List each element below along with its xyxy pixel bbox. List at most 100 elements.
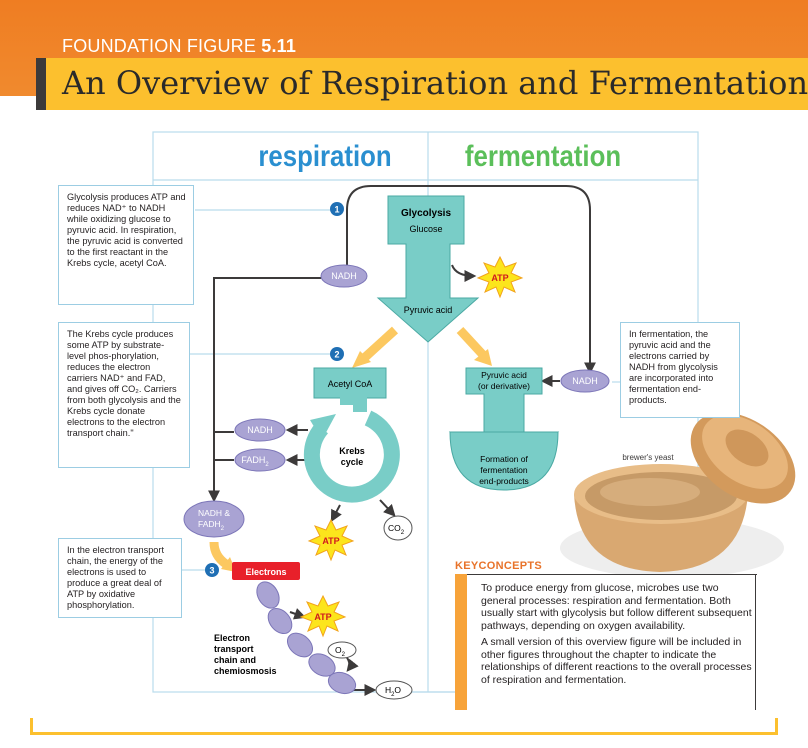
- glycolysis-label: Glycolysis: [401, 208, 451, 219]
- column-heading-fermentation: fermentation: [465, 139, 621, 172]
- etc-complex: [256, 581, 280, 609]
- fermentation-bowl: [449, 431, 559, 491]
- glycolysis-atp-arrow: [451, 264, 477, 282]
- krebs-stem: [340, 391, 367, 412]
- step-2-circle: [330, 347, 344, 361]
- key-concepts-list: To produce energy from glucose, microbes…: [463, 574, 755, 686]
- nadh-to-fermentation-path: [346, 185, 596, 375]
- fadh-sub: 2: [265, 462, 269, 468]
- note-krebs-text: The Krebs cycle produces some ATP by sub…: [67, 329, 181, 438]
- step-1-circle: [330, 202, 344, 216]
- kicker-number: 5.11: [261, 36, 297, 56]
- krebs-atp-arrow: [330, 504, 342, 523]
- bowl-yeast-highlight: [600, 478, 700, 506]
- atp-glycolysis: ATP: [476, 255, 524, 299]
- h-o-text: O: [394, 685, 401, 695]
- ferm-end-label-3: end-products: [479, 476, 529, 486]
- krebs-co2-arrow: [379, 499, 396, 517]
- atp-glycolysis-label: ATP: [491, 273, 508, 283]
- nadh-krebs: [234, 418, 286, 442]
- step-3-circle: [205, 563, 219, 577]
- glucose-label: Glucose: [409, 224, 442, 234]
- note-fermentation-text: In fermentation, the pyruvic acid and th…: [629, 329, 718, 405]
- h-text: H: [385, 685, 391, 695]
- atp-etc: ATP: [299, 594, 347, 638]
- yeast-bowl-photo: [560, 412, 796, 578]
- o2-bubble: [327, 641, 357, 659]
- nadh-fermentation: [560, 369, 610, 393]
- atp-krebs: ATP: [307, 518, 355, 562]
- key-concept-item: A small version of this overview figure …: [463, 636, 755, 686]
- nadh-fadh2-sub: 2: [221, 526, 225, 532]
- key-concepts-panel: KEYCONCEPTS To produce energy from gluco…: [455, 560, 757, 710]
- etc-complexes: [256, 581, 357, 695]
- yellow-arrow-acetyl: [358, 326, 399, 364]
- note-etc-text: In the electron transport chain, the ene…: [67, 545, 165, 610]
- h-sub: 2: [391, 692, 395, 698]
- bottom-rule: [30, 718, 778, 735]
- etc-label-4: chemiosmosis: [214, 666, 277, 676]
- key-concepts-bar: [455, 574, 467, 710]
- yellow-arrowhead-fermentation: [474, 349, 492, 366]
- pyruvic-label: Pyruvic acid: [404, 305, 453, 315]
- key-concepts-heading: KEYCONCEPTS: [455, 560, 543, 572]
- note-krebs: The Krebs cycle produces some ATP by sub…: [58, 322, 190, 468]
- krebs-label-2: cycle: [341, 457, 364, 467]
- kicker-prefix: FOUNDATION FIGURE: [62, 36, 257, 56]
- acetyl-coa-label: Acetyl CoA: [328, 379, 373, 389]
- ferm-end-label-1: Formation of: [480, 454, 528, 464]
- h2o-bubble: [375, 680, 413, 700]
- etc-complex: [327, 671, 357, 695]
- title-bar: An Overview of Respiration and Fermentat…: [36, 58, 808, 110]
- lid-knob: [725, 429, 769, 467]
- note-glycolysis: Glycolysis produces ATP and reduces NAD⁺…: [58, 185, 194, 305]
- h2o-label: H2O: [385, 685, 401, 698]
- note-glycolysis-text: Glycolysis produces ATP and reduces NAD⁺…: [67, 192, 186, 268]
- co2-bubble: [383, 515, 413, 541]
- ferm-pyruvic-label-1: Pyruvic acid: [481, 370, 527, 380]
- key-concept-item: To produce energy from glucose, microbes…: [463, 582, 755, 632]
- yellow-arrow-fermentation: [456, 326, 488, 360]
- step-2-label: 2: [334, 350, 339, 360]
- nadh-glycolysis: [320, 264, 368, 288]
- key-concepts-body: To produce energy from glucose, microbes…: [463, 574, 756, 710]
- etc-label-2: transport: [214, 644, 254, 654]
- co-sub: 2: [401, 530, 405, 536]
- etc-complex: [308, 653, 336, 677]
- atp-etc-label: ATP: [314, 612, 331, 622]
- nadh-fadh2-label-1: NADH &: [198, 508, 230, 518]
- figure-title: An Overview of Respiration and Fermentat…: [62, 64, 808, 102]
- photo-caption: brewer's yeast: [622, 453, 674, 462]
- figure-kicker: FOUNDATION FIGURE 5.11: [62, 36, 296, 57]
- electrons-label: Electrons: [245, 567, 286, 577]
- yellow-arrowhead-acetyl: [352, 351, 371, 368]
- etc-label-1: Electron: [214, 633, 250, 643]
- krebs-cycle-ring: [303, 410, 400, 503]
- nadh-fermentation-label: NADH: [572, 376, 598, 386]
- etc-complex: [267, 607, 293, 635]
- nadh-fadh2-carrier: [183, 500, 245, 538]
- step-3-label: 3: [209, 566, 214, 576]
- note-fermentation: In fermentation, the pyruvic acid and th…: [620, 322, 740, 418]
- etc-label-3: chain and: [214, 655, 256, 665]
- fadh-text: FADH: [241, 455, 265, 465]
- nadh-fadh2-label-2: FADH2: [198, 519, 225, 532]
- o-text: O: [335, 645, 342, 655]
- electrons-box: [232, 562, 300, 580]
- o2-label: O2: [335, 645, 346, 658]
- nadh-glycolysis-label: NADH: [331, 271, 357, 281]
- note-etc: In the electron transport chain, the ene…: [58, 538, 182, 618]
- fadh2-krebs-label: FADH2: [241, 455, 269, 468]
- glycolysis-shape: [376, 195, 480, 343]
- ferm-end-label-2: fermentation: [480, 465, 528, 475]
- step-1-label: 1: [334, 205, 339, 215]
- co-text: CO: [388, 523, 401, 533]
- krebs-label-1: Krebs: [339, 446, 365, 456]
- nadh-krebs-label: NADH: [247, 425, 273, 435]
- fadh2-krebs: [234, 448, 286, 472]
- atp-krebs-label: ATP: [322, 536, 339, 546]
- column-heading-respiration: respiration: [258, 139, 391, 172]
- yellow-arrow-electrons: [209, 541, 229, 568]
- ferm-pyruvic-label-2: (or derivative): [478, 381, 530, 391]
